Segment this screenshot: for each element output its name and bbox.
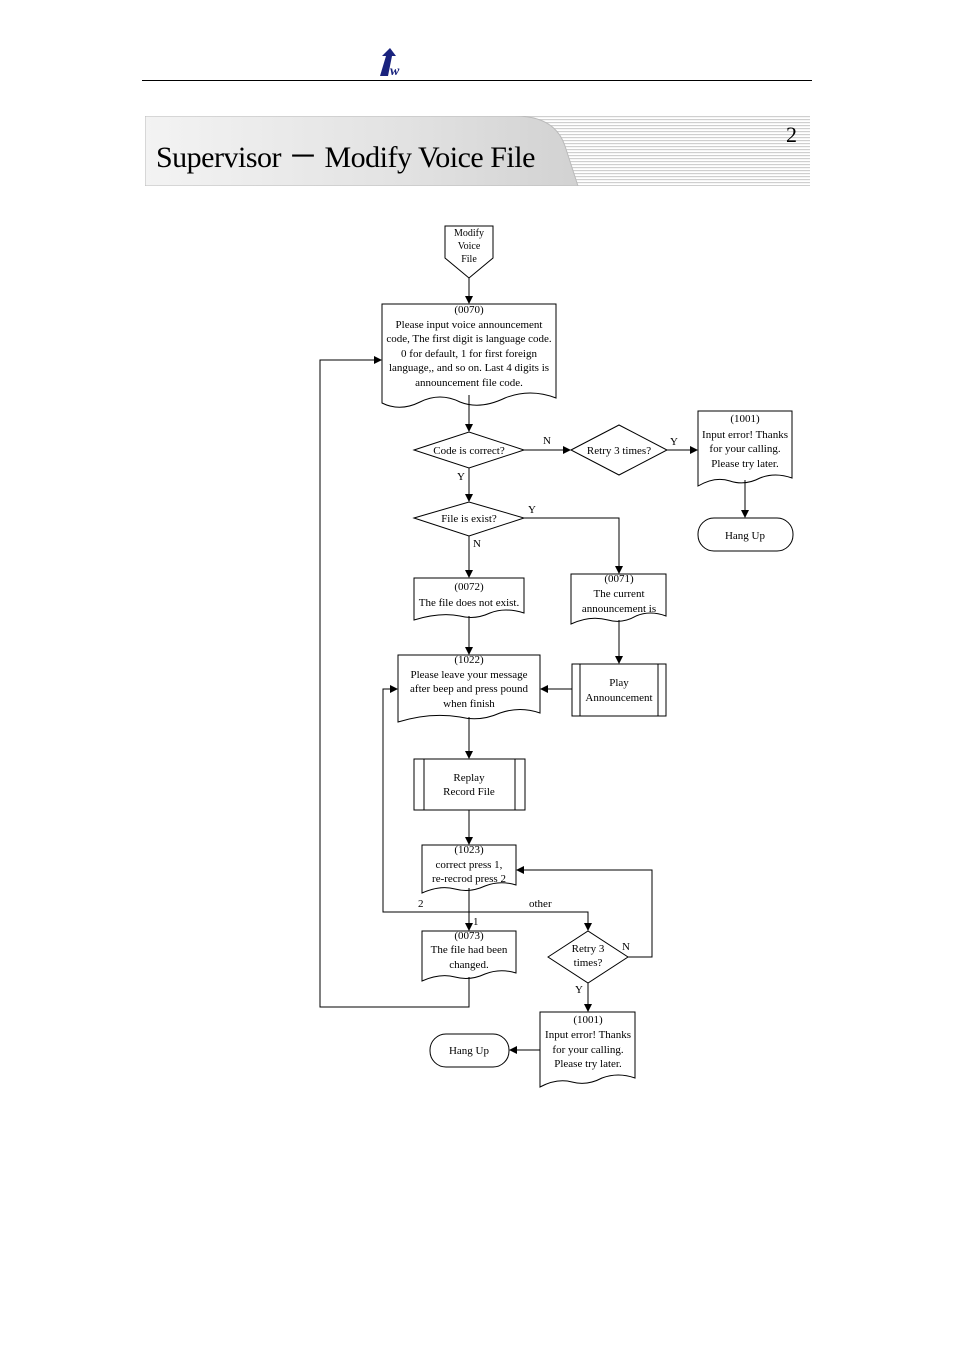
error-1001-b-line-2: Input error! Thanks — [545, 1029, 631, 1041]
prompt-0071-line-3: announcement is — [582, 603, 656, 615]
decision-retry-2-line-1: Retry 3 — [572, 943, 605, 955]
prompt-0070-line-3: code, The first digit is language code. — [386, 333, 552, 345]
hangup-a-shape — [697, 517, 794, 552]
prompt-1022-line-1: (1022) — [454, 654, 484, 666]
hangup-a-label: Hang Up — [725, 530, 766, 542]
replay-record-shape — [413, 758, 526, 811]
label-n-retry2: N — [622, 941, 630, 953]
play-announcement-line-1: Play — [609, 677, 629, 689]
prompt-1022-line-2: Please leave your message — [411, 669, 528, 681]
prompt-1023-line-1: (1023) — [454, 844, 484, 856]
prompt-0071-line-1: (0071) — [604, 573, 634, 585]
prompt-0073-line-2: The file had been — [431, 944, 508, 956]
decision-file-exist-label: File is exist? — [441, 513, 497, 525]
error-1001-b-shape — [539, 1011, 636, 1088]
prompt-0070-line-6: announcement file code. — [415, 377, 523, 389]
play-announcement-line-2: Announcement — [585, 692, 652, 704]
error-1001-a-shape — [697, 410, 793, 487]
error-1001-a-line-1: (1001) — [730, 413, 760, 425]
label-n-code: N — [543, 435, 551, 447]
prompt-1023-line-3: re-recrod press 2 — [432, 873, 506, 885]
label-y-retry2: Y — [575, 984, 583, 996]
prompt-1022-line-4: when finish — [443, 698, 495, 710]
prompt-0073-shape — [421, 930, 517, 982]
label-option-1: 1 — [473, 916, 479, 928]
start-line-3: File — [461, 254, 477, 265]
prompt-0071-shape — [570, 573, 667, 625]
prompt-0073-line-1: (0073) — [454, 930, 484, 942]
page-title: Supervisor － Modify Voice File — [156, 141, 535, 174]
error-1001-a-line-4: Please try later. — [711, 458, 779, 470]
label-y-retry1: Y — [670, 436, 678, 448]
hangup-b-label: Hang Up — [449, 1045, 490, 1057]
prompt-0070-line-4: 0 for default, 1 for first foreign — [401, 348, 537, 360]
prompt-1022-line-3: after beep and press pound — [410, 683, 528, 695]
label-other: other — [529, 898, 552, 910]
prompt-0072-line-2: The file does not exist. — [419, 597, 520, 609]
replay-record-line-1: Replay — [453, 772, 485, 784]
prompt-0070-shape — [381, 303, 557, 408]
start-terminator — [444, 225, 494, 279]
error-1001-b-line-1: (1001) — [573, 1014, 603, 1026]
decision-code-correct-label: Code is correct? — [433, 445, 505, 457]
prompt-0071-line-2: The current — [594, 588, 645, 600]
error-1001-a-line-2: Input error! Thanks — [702, 429, 788, 441]
prompt-1022-shape — [397, 654, 541, 723]
label-n-exist: N — [473, 538, 481, 550]
svg-text:w: w — [390, 64, 400, 78]
prompt-0070-line-1: (0070) — [454, 304, 484, 316]
replay-record-line-2: Record File — [443, 786, 495, 798]
prompt-0073-line-3: changed. — [449, 959, 489, 971]
company-logo: w — [380, 48, 400, 78]
error-1001-a-line-3: for your calling. — [709, 443, 780, 455]
title-banner — [145, 116, 810, 186]
prompt-0070-line-2: Please input voice announcement — [396, 319, 543, 331]
label-y-exist: Y — [528, 504, 536, 516]
decision-retry-2-line-2: times? — [574, 957, 603, 969]
prompt-0072-line-1: (0072) — [454, 581, 484, 593]
header-rule — [142, 80, 812, 81]
error-1001-b-line-4: Please try later. — [554, 1058, 622, 1070]
label-option-2: 2 — [418, 898, 424, 910]
start-line-2: Voice — [458, 241, 481, 252]
prompt-0072-shape — [413, 577, 525, 621]
page-number: 2 — [786, 122, 797, 147]
label-y-code: Y — [457, 471, 465, 483]
start-line-1: Modify — [454, 228, 484, 239]
prompt-1023-line-2: correct press 1, — [436, 859, 503, 871]
prompt-1023-shape — [421, 844, 517, 894]
error-1001-b-line-3: for your calling. — [552, 1044, 623, 1056]
play-announcement-shape — [571, 663, 667, 717]
decision-retry-1-label: Retry 3 times? — [587, 445, 651, 457]
prompt-0070-line-5: language,, and so on. Last 4 digits is — [389, 362, 549, 374]
